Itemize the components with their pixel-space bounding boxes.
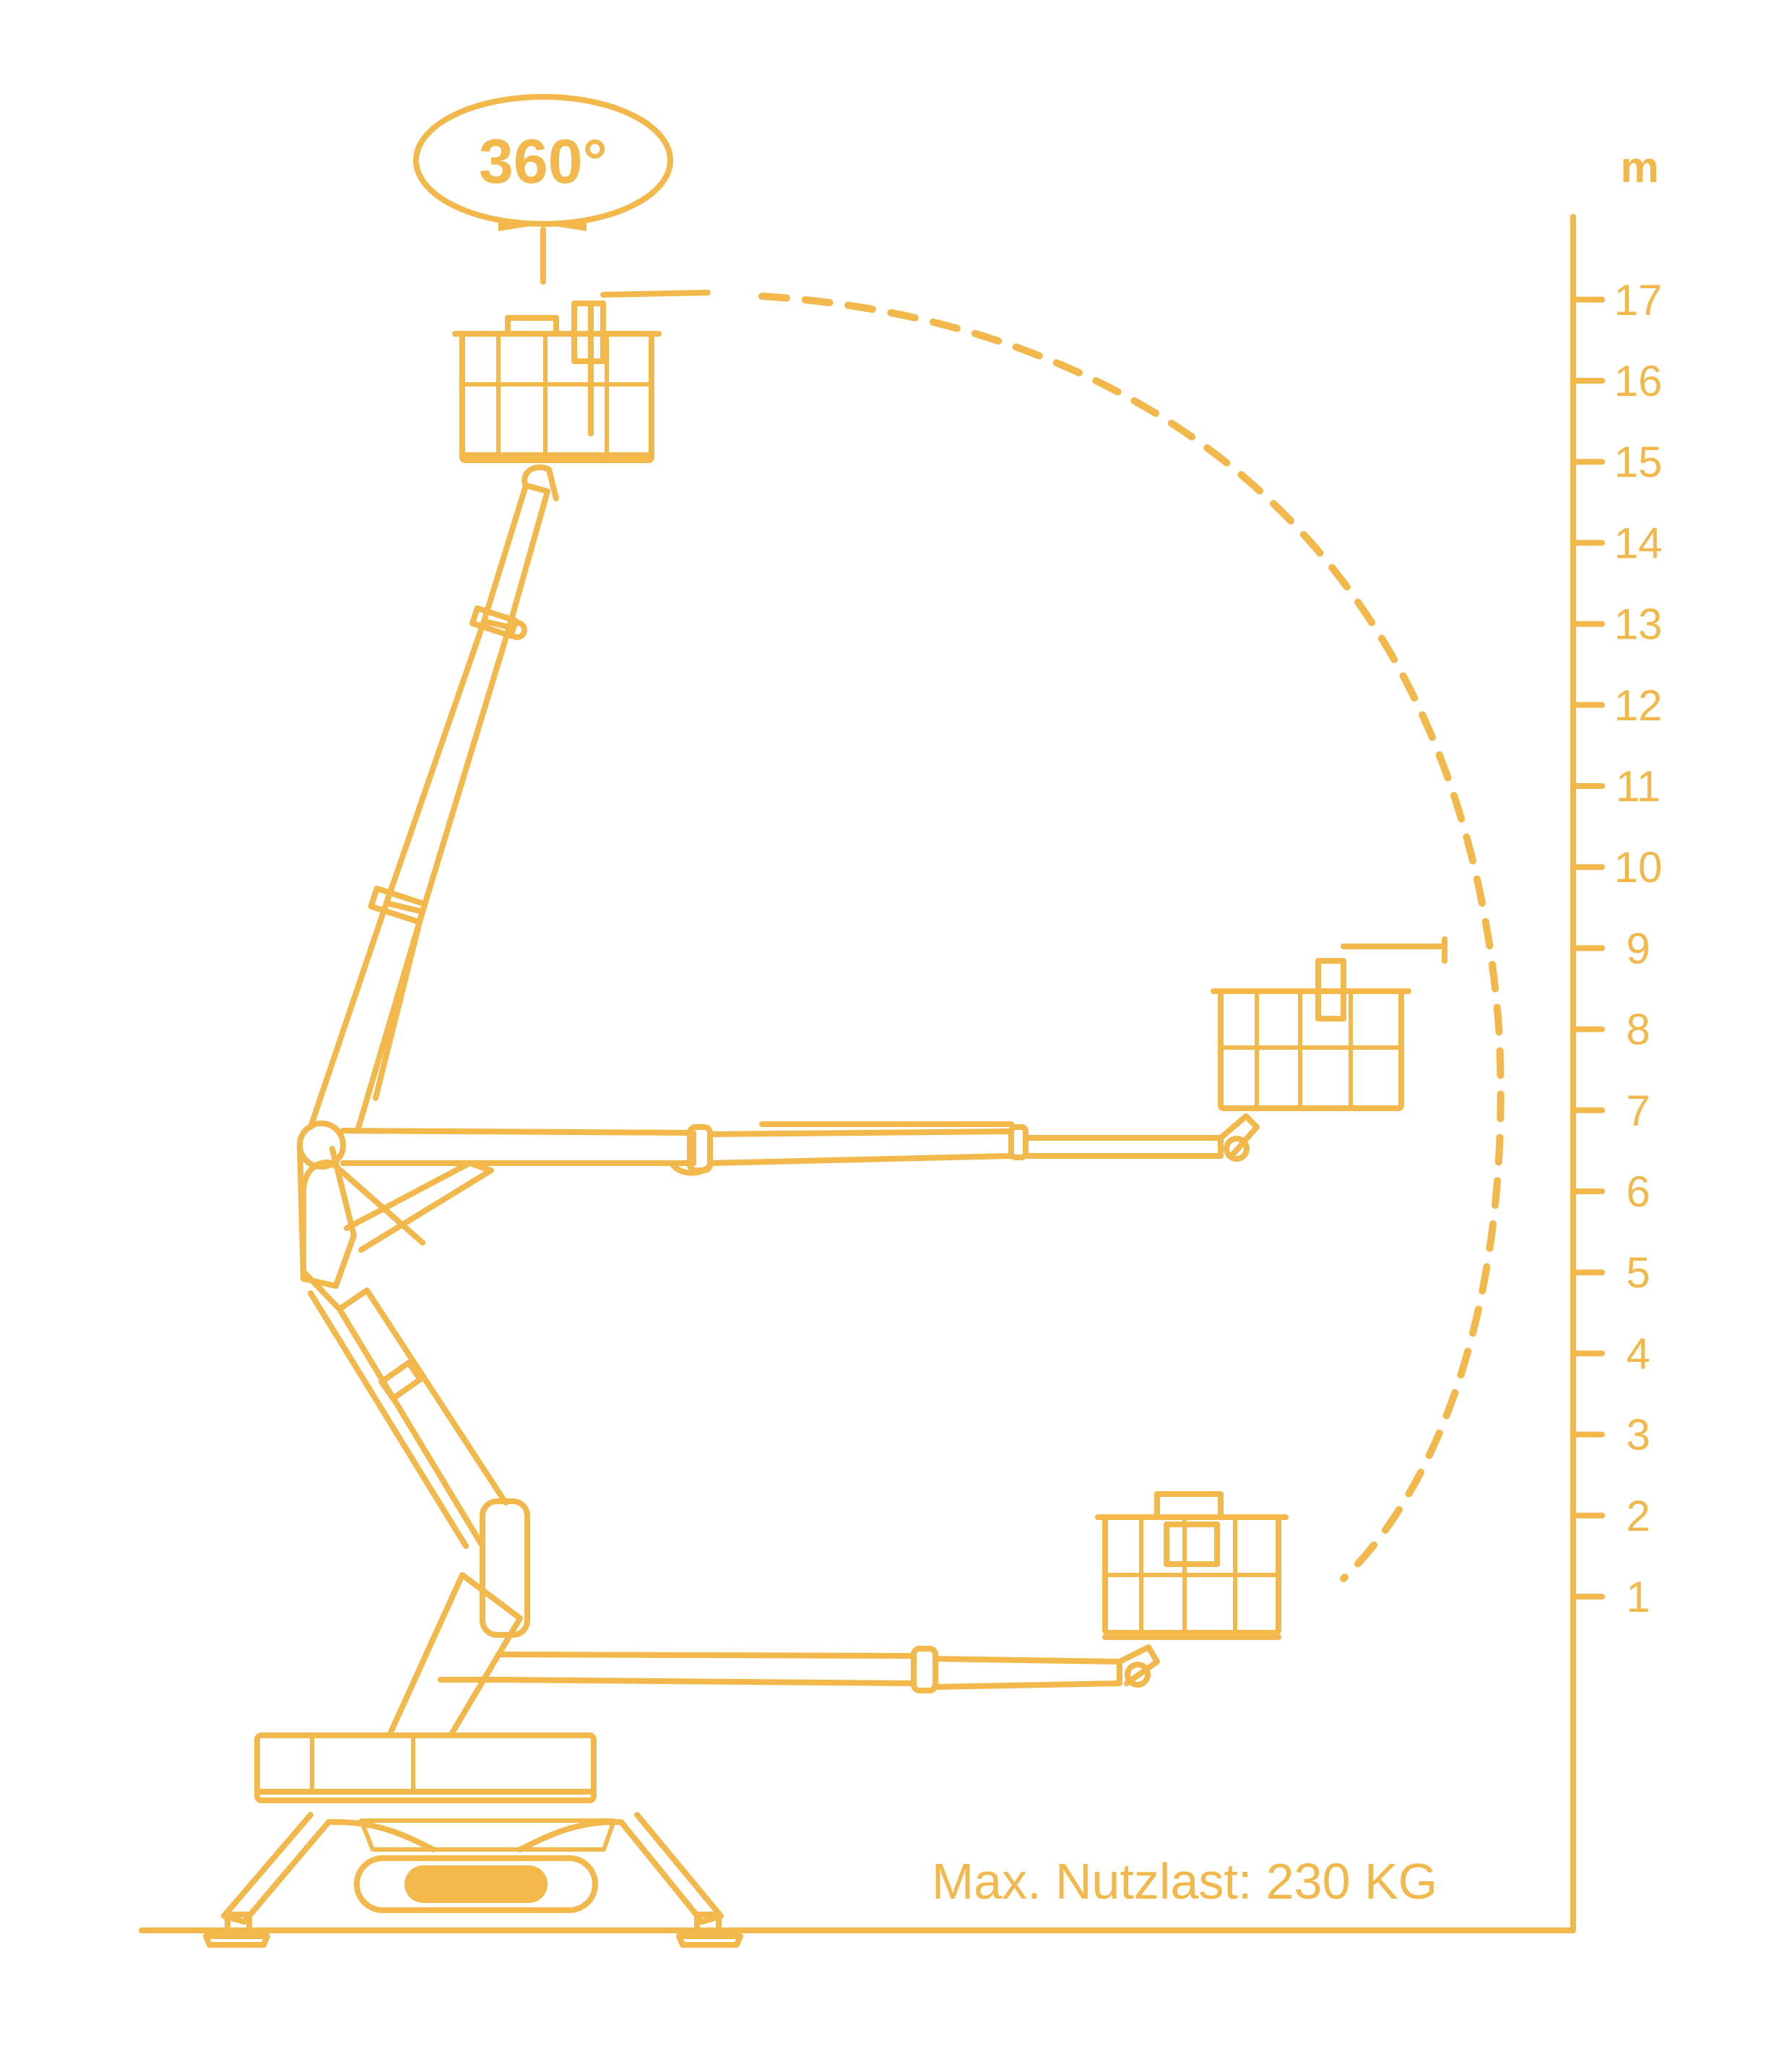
scale-unit: m [1620, 143, 1658, 191]
scale-tick-label: 2 [1626, 1492, 1650, 1540]
rotation-label: 360° [479, 127, 607, 197]
lower-mast [300, 1160, 530, 1738]
platform-basket-mid [1211, 936, 1447, 1111]
platform-basket-top [452, 290, 711, 463]
scale-tick-label: 17 [1614, 276, 1663, 324]
boom-horizontal-low [495, 1644, 1160, 1693]
scale-tick-label: 3 [1626, 1411, 1650, 1459]
scale-tick-label: 6 [1626, 1167, 1650, 1216]
scale-tick-label: 15 [1614, 438, 1663, 486]
knuckle-joint [297, 1121, 494, 1289]
platform-basket-low [1095, 1491, 1289, 1640]
reach-arc [758, 293, 1505, 1582]
scale-tick-label: 14 [1614, 519, 1663, 567]
scale-tick-label: 13 [1614, 600, 1663, 649]
scale-tick-label: 12 [1614, 681, 1663, 730]
scale-tick-label: 9 [1626, 924, 1650, 972]
scale-tick-label: 1 [1626, 1573, 1650, 1621]
crawler-track [404, 1865, 547, 1903]
scale-tick-label: 10 [1614, 843, 1663, 892]
scale-tick-label: 8 [1626, 1006, 1650, 1054]
rotation-indicator: 360° [413, 94, 673, 285]
scale-tick-label: 16 [1614, 357, 1663, 405]
base-chassis [203, 1732, 743, 1948]
boom-horizontal-mid [340, 1113, 1260, 1176]
max-load-label: Max. Nutzlast: 230 KG [932, 1853, 1437, 1909]
scale-tick-label: 11 [1616, 762, 1661, 811]
scale-tick-label: 7 [1626, 1087, 1650, 1135]
scale-tick-label: 5 [1626, 1248, 1650, 1297]
scale-tick-label: 4 [1626, 1329, 1650, 1378]
boom-vertical [308, 464, 559, 1134]
